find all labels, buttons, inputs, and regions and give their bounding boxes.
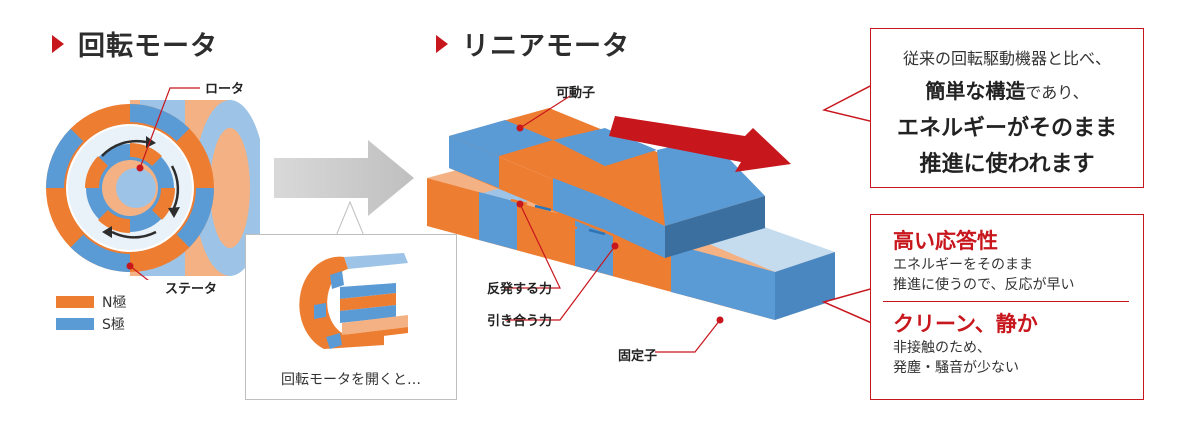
repulsion-label: 反発する力 — [487, 282, 553, 297]
feature-title: クリーン、静か — [893, 312, 1038, 336]
legend-south: S極 — [56, 314, 125, 334]
features-callout: 高い応答性 エネルギーをそのまま 推進に使うので、反応が早い クリーン、静か 非… — [870, 214, 1144, 400]
transition-arrow-icon — [274, 140, 414, 216]
attraction-label: 引き合う力 — [487, 314, 553, 329]
rotary-motor-diagram — [46, 87, 260, 280]
rotary-motor-heading: 回転モータ — [52, 24, 218, 63]
south-swatch — [56, 318, 94, 330]
stator-fixed-label: 固定子 — [618, 349, 658, 364]
linear-motor-diagram — [427, 95, 835, 353]
triangle-bullet-icon — [52, 34, 64, 53]
rotor-label: ロータ — [205, 82, 245, 97]
opened-motor-box: 回転モータを開くと… — [245, 234, 457, 400]
caption-pointer — [335, 200, 365, 236]
divider — [883, 301, 1129, 302]
advantage-callout: 従来の回転駆動機器と比べ、 簡単な構造であり、 エネルギーがそのまま 推進に使わ… — [870, 28, 1144, 188]
legend-north: N極 — [56, 292, 126, 312]
opened-motor-caption: 回転モータを開くと… — [281, 372, 421, 388]
north-swatch — [56, 296, 94, 308]
mover-label: 可動子 — [556, 86, 596, 101]
callout-top-pointer — [822, 84, 874, 123]
linear-motor-heading: リニアモータ — [436, 24, 630, 63]
stator-label: ステータ — [165, 282, 218, 297]
triangle-bullet-icon — [436, 34, 448, 53]
callout-bottom-pointer — [822, 288, 874, 325]
opened-motor-diagram — [299, 253, 408, 349]
feature-title: 高い応答性 — [893, 229, 998, 253]
